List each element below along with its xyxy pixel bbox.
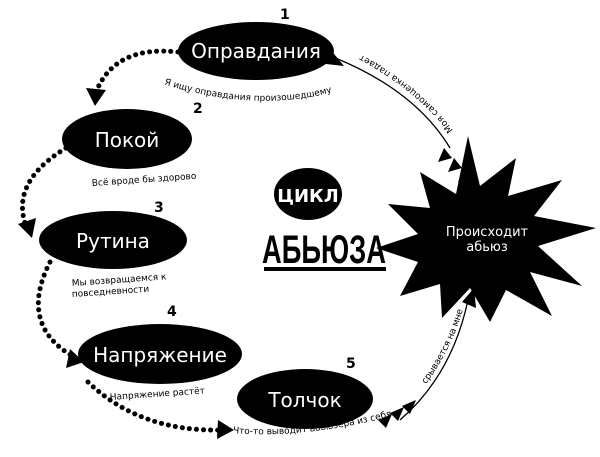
stage-2-title: Покой [95,128,160,152]
transition-from-burst-label: Моя самооценка падает [358,52,456,135]
stage-2-number: 2 [193,101,203,117]
connector-burst-to-1 [332,56,451,149]
stage-4-caption: Напряжение растёт [110,386,206,403]
cycle-title: ЦИКЛ АБЬЮЗА [262,168,386,272]
stage-4: Напряжение 4 Напряжение растёт [78,304,242,403]
stage-5-blob [237,369,373,429]
stage-3: Рутина 3 Мы возвращаемся к повседневност… [39,200,187,300]
abuse-burst-line-1: Происходит [446,225,529,240]
cycle-title-line-1: ЦИКЛ [277,186,338,207]
stage-5: Толчок 5 Что-то выводит абьюзера из себя [233,356,393,437]
stage-4-number: 4 [167,304,177,320]
connector-2-to-3 [20,145,69,229]
stage-1: Оправдания 1 Я ищу оправдания произошедш… [163,7,334,104]
connector-3-to-4 [35,259,77,360]
stage-4-blob [78,324,242,384]
transition-to-burst-label: срывается на мне [420,308,466,386]
stage-3-title: Рутина [76,229,150,253]
arrowhead-into-stage-3 [18,218,36,238]
chevrons-to-burst [378,400,416,428]
arrowhead-into-stage-4 [66,349,84,368]
stage-5-number: 5 [346,356,356,372]
connector-4-to-5 [85,379,225,433]
stage-1-blob [178,22,334,80]
stage-2-caption: Всё вроде бы здорово [92,172,198,189]
arrowhead-toward-burst [462,288,476,308]
connector-1-to-2 [93,48,181,95]
stage-1-number: 1 [280,7,290,23]
cycle-title-underline [264,267,386,271]
stage-3-blob [39,211,187,269]
stage-2: Покой 2 Всё вроде бы здорово [62,101,203,189]
stage-4-title: Напряжение [93,343,227,367]
stage-1-title: Оправдания [191,39,321,63]
stage-3-number: 3 [154,200,164,216]
abuse-burst: Происходит абьюз [376,136,596,322]
arrowhead-into-stage-5 [217,420,234,439]
stage-2-blob [62,109,192,169]
stage-5-title: Толчок [267,388,341,412]
abuse-burst-shape [376,136,596,322]
cycle-title-line-2: АБЬЮЗА [262,228,386,272]
abuse-burst-line-2: абьюз [466,240,508,255]
arrowhead-into-stage-2 [86,88,106,106]
stage-1-caption: Я ищу оправдания произошедшему [163,78,333,104]
cycle-title-blob [274,168,342,220]
